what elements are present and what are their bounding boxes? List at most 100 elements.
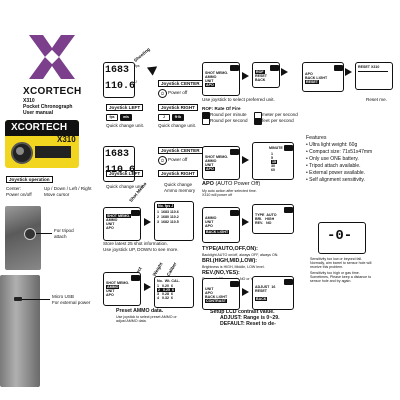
sm-row-3: UNIT (106, 222, 115, 226)
menu1-row-4: APO (205, 83, 215, 87)
shooting-arrow-icon (146, 62, 161, 76)
fps-btn (254, 118, 262, 125)
arrow-5-icon (144, 218, 151, 226)
arrow-7-icon (144, 283, 151, 291)
joystick-operation-title: Joystick operation (6, 176, 53, 184)
feature-2: • Compact size: 71x51x47mm (306, 149, 373, 155)
default-desc: DEFAULT: Reset to de- (220, 321, 276, 327)
arrow-6-icon (242, 218, 249, 226)
minute-lcd: MINUTE 1 5 15 30 60 (252, 142, 294, 180)
backlight-menu-lcd: AMMO UNIT APO BACK LIGHT (202, 207, 240, 243)
minute-val-2: 5 (271, 156, 273, 160)
menu1-row-2: AMMO (205, 75, 217, 79)
power-off-label-2: Power off (168, 157, 188, 162)
arrow-2-icon (281, 68, 288, 76)
reset-title: RESET X310 (358, 65, 380, 69)
apo-note-1: My auto action after selected time. (202, 189, 257, 193)
unit-btn-mps[interactable]: m/s (120, 114, 132, 121)
apo-title: APO (AUTO Power Off) (202, 181, 261, 187)
device-photo: XCORTECH X310 (5, 120, 79, 168)
bl-row-3: APO (205, 224, 213, 228)
rps-btn (202, 118, 210, 125)
sensor-note-5: Sometimes, Please keep a distance to (310, 275, 372, 279)
menu-lcd-1: SHOT MEMO. AMMO UNIT APO (202, 62, 240, 96)
feature-1: • Ultra light weight: 60g (306, 142, 358, 148)
unit-btn-fps[interactable]: fps (106, 114, 118, 121)
reset-me-label: Reset me. (366, 97, 387, 102)
type-row-2: BRI. HIGH (255, 217, 275, 221)
ammo-row-2: 2 0.25 6 (157, 288, 175, 292)
center-label: Center: (6, 186, 22, 191)
rof-row-3: BACK (255, 78, 266, 82)
type-desc: Backlight AUTO on/off, always OFF, alway… (202, 253, 279, 257)
menu1-row-1: SHOT MEMO. (205, 71, 229, 75)
directions-desc: Move cursor (44, 192, 70, 197)
ct-row-3: BACK LIGHT (205, 295, 228, 299)
apo-note-2: X310 will power off (202, 193, 233, 197)
feature-6: • Self alignment sensitivity. (306, 177, 365, 183)
directions-label: Up / Down / Left / Right (44, 186, 92, 191)
arrow-1-icon (242, 72, 249, 80)
center-desc: Power on/off (6, 192, 32, 197)
arrow-3-icon (345, 68, 352, 76)
bl-row-1: AMMO (205, 216, 217, 220)
ammo-memory: Ammo memory (164, 188, 196, 193)
type-title: TYPE(AUTO,OFF,ON): (202, 246, 258, 252)
store-desc-2: Use joystick UP, DOWN to see more. (103, 247, 179, 252)
type-row-1: TYPE AUTO (255, 213, 277, 217)
adjust-back-row: BACK (255, 297, 268, 301)
feature-4: • Tripod attach available. (306, 163, 361, 169)
rpm-label: Round per minute (210, 112, 247, 117)
rev-title: REV.(NO,YES): (202, 270, 240, 276)
unit-btn-ftlb[interactable]: ft·lb (172, 114, 184, 121)
rof-title: ROF: Rate Of Fire (202, 106, 241, 111)
brand-manual: User manual (23, 110, 54, 116)
apo-sel-row-2: AMMO (205, 159, 217, 163)
tripod-photo (5, 206, 41, 270)
shot-table-head: No. fps J (157, 204, 175, 208)
ct-row-1: UNIT (205, 287, 214, 291)
type-row-3: REV. NO (255, 221, 272, 225)
quick-change-3: Quick change unit. (106, 184, 145, 189)
store-desc: Store latest 25 shot information. (103, 241, 168, 246)
use-joystick-unit: Use joystick to select preferred unit. (202, 97, 275, 102)
feature-3: • Only use ONE battery. (306, 156, 359, 162)
shooting-label: Shooting (132, 46, 151, 63)
joy-right-label: Joystick RIGHT (158, 104, 198, 112)
rof-lcd: ROF RESET BACK (252, 62, 280, 88)
xcortech-logo-icon (29, 35, 75, 79)
sm-row-1: SHOT MEMO. (106, 214, 132, 218)
shot-table-row-3: 3 1682 110.5 (157, 220, 179, 224)
joy-left-label: Joystick LEFT (106, 104, 144, 112)
feature-5: • External power available. (306, 170, 366, 176)
minute-val-3: 15 (271, 160, 277, 164)
ammo-table-head: No. Wt. CAL. (157, 279, 180, 283)
am-row-3: UNIT (106, 289, 115, 293)
power-off-label: Power off (168, 90, 188, 95)
apo-sel-row-4: APO (205, 167, 215, 171)
unit-btn-j[interactable]: J (158, 114, 170, 121)
preset-desc: Use joystick to select preset AMMO or (116, 315, 177, 319)
contrast-menu-lcd: UNIT APO BACK LIGHT CONTRAST (202, 278, 240, 310)
ammo-row-1: 1 0.20 6 (157, 284, 173, 288)
lcd-value-1: 1683 (105, 65, 130, 76)
ammo-table-lcd: No. Wt. CAL. 1 0.20 6 2 0.25 6 3 0.28 6 … (154, 276, 194, 308)
apo-row-3: RESET (305, 80, 319, 84)
shot-table-lcd: No. fps J 1 1683 110.6 2 1680 110.2 3 16… (154, 201, 194, 241)
ammo-menu-lcd: SHOT MEMO. AMMO UNIT APO (103, 272, 141, 306)
brand-product: Pocket Chronograph (23, 104, 73, 110)
power-icon: ⏻ (158, 89, 167, 98)
am-row-2: AMMO (106, 285, 120, 289)
adjust-desc: ADJUST: Range is 0~29. (220, 315, 280, 321)
bri-title: BRI.(HIGH,MID,LOW): (202, 258, 258, 264)
device-logo-text: XCORTECH (11, 122, 68, 133)
shot-table-row-1: 1 1683 110.6 (157, 210, 179, 214)
sensor-note-3: receive this problem. (310, 265, 344, 269)
minute-val-5: 60 (271, 168, 275, 172)
am-row-1: SHOT MEMO. (106, 281, 130, 285)
bl-row-2: UNIT (205, 220, 214, 224)
joy-center-label-2: Joystick CENTER (158, 147, 203, 155)
ct-row-2: APO (205, 291, 213, 295)
minute-val-4: 30 (271, 164, 275, 168)
apo-menu-lcd: APO BACK LIGHT RESET (302, 62, 344, 92)
